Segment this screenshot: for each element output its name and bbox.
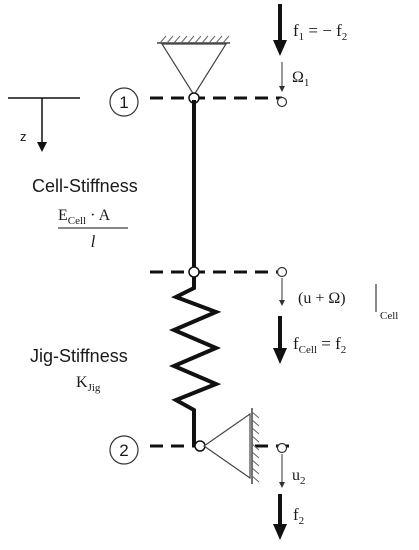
- omega1-subscript: 1: [304, 77, 310, 89]
- cell-length-symbol: l: [91, 232, 96, 251]
- svg-text:Ω1: Ω1: [292, 69, 309, 89]
- node1-number: 1: [119, 93, 128, 112]
- force-f2: f2: [273, 494, 304, 540]
- fcell-symbol: f: [293, 334, 299, 353]
- node1-label: 1: [109, 87, 139, 117]
- f1-equation: = − f: [304, 21, 342, 40]
- displacement-omega1: Ω1: [279, 62, 309, 92]
- u-omega-expression: (u + Ω): [298, 290, 346, 307]
- f1-equation-subscript: 2: [342, 31, 348, 43]
- jig-stiffness-symbol: K: [76, 374, 88, 391]
- cell-stiffness-title: Cell-Stiffness: [32, 176, 138, 196]
- interface-level: [150, 266, 288, 278]
- interface-joint: [188, 266, 200, 278]
- node2-side-support: [202, 408, 260, 484]
- fcell-equation-subscript: 2: [341, 344, 347, 356]
- omega1-symbol: Ω: [292, 69, 304, 86]
- f2-symbol: f: [293, 505, 299, 524]
- fcell-equation: = f: [317, 334, 341, 353]
- cell-stiffness-label: Cell-Stiffness ECell · A l: [32, 176, 138, 251]
- displacement-u2: u2: [279, 454, 306, 488]
- svg-text:u2: u2: [292, 467, 306, 487]
- node1-reference-marker: [276, 96, 288, 108]
- svg-text:fCell = f2: fCell = f2: [293, 334, 346, 356]
- u2-symbol: u: [292, 467, 300, 484]
- jig-stiffness-title: Jig-Stiffness: [30, 346, 128, 366]
- z-axis-indicator: z: [8, 97, 80, 152]
- jig-stiffness-subscript: Jig: [88, 382, 101, 394]
- cell-modulus-subscript: Cell: [68, 215, 86, 227]
- f1-symbol: f: [293, 21, 299, 40]
- node1-level: [150, 92, 288, 108]
- f2-subscript: 2: [299, 515, 305, 527]
- svg-text:KJig: KJig: [76, 374, 101, 394]
- force-f1: f1 = − f2: [273, 4, 347, 56]
- svg-text:ECell · A: ECell · A: [58, 207, 111, 227]
- cell-area-term: · A: [86, 207, 110, 224]
- u2-subscript: 2: [300, 475, 306, 487]
- fcell-subscript: Cell: [299, 344, 317, 356]
- displacement-u-omega-cell: (u + Ω) Cell: [279, 278, 398, 322]
- node2-label: 2: [109, 435, 139, 465]
- force-fcell: fCell = f2: [273, 316, 346, 364]
- jig-spring: [168, 277, 222, 446]
- cell-modulus-symbol: E: [58, 207, 68, 224]
- z-axis-label: z: [20, 129, 27, 144]
- interface-reference-marker: [276, 266, 288, 278]
- jig-stiffness-label: Jig-Stiffness KJig: [30, 346, 128, 394]
- top-fixed-support: [157, 35, 230, 97]
- node2-reference-marker: [276, 442, 288, 454]
- node2-number: 2: [119, 441, 128, 460]
- svg-text:f2: f2: [293, 505, 304, 527]
- svg-text:f1 = − f2: f1 = − f2: [293, 21, 347, 43]
- u-omega-subscript: Cell: [380, 310, 398, 322]
- f1-subscript: 1: [299, 31, 305, 43]
